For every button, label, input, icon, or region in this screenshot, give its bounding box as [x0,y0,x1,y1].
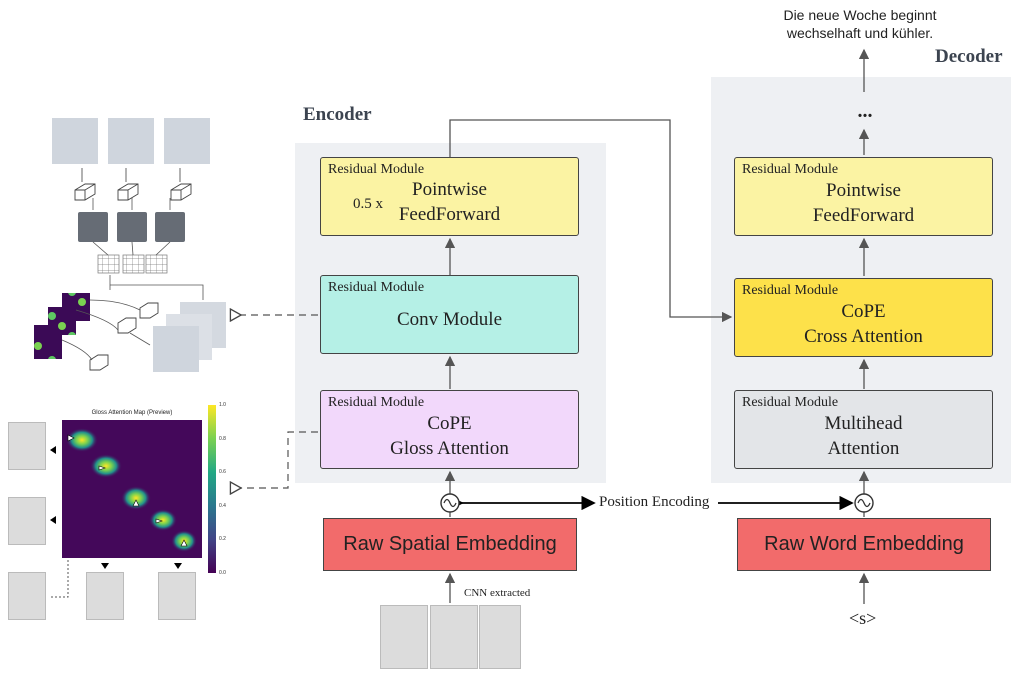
output-sentence-line2: wechselhaft und kühler. [786,25,934,41]
encoder-heading: Encoder [303,104,372,125]
module-label-line2: Gloss Attention [390,438,509,459]
gloss-map-colorbar [208,405,216,573]
cnn-extracted-caption: CNN extracted [464,587,531,599]
module-tag: Residual Module [328,280,425,295]
module-tag: Residual Module [742,283,839,298]
conv-illustration [34,118,226,372]
module-tag: Residual Module [742,162,839,177]
module-label-line1: Pointwise [412,179,487,200]
module-tag: Residual Module [328,162,425,177]
module-label-line2: Attention [827,438,900,459]
input-video-frame [479,605,521,669]
module-tag: Residual Module [328,395,425,410]
module-label-line1: CoPE [841,301,886,322]
decoder-heading: Decoder [935,46,1003,67]
sign-frame-thumbnail [86,572,124,620]
sign-frame-thumbnail [8,422,46,470]
gloss-map-title: Gloss Attention Map (Preview) [91,410,173,416]
output-sentence: Die neue Woche beginnt wechselhaft und k… [740,6,980,42]
module-label-line1: Conv Module [396,309,503,330]
gloss-attention-map [62,420,202,558]
decoder-ellipsis: ... [857,100,873,122]
module-tag: Residual Module [742,395,839,410]
decoder-ffn-module[interactable]: Residual Module Pointwise FeedForward [734,157,993,236]
input-video-frame [430,605,478,669]
output-sentence-line1: Die neue Woche beginnt [783,7,937,23]
input-video-frame [380,605,428,669]
colorbar-tick-label: 0.6 [219,469,226,476]
module-label-line2: FeedForward [398,204,501,225]
module-label-line1: Pointwise [826,180,901,201]
encoder-conv-module[interactable]: Residual Module Conv Module [320,275,579,354]
sign-frame-thumbnail [158,572,196,620]
colorbar-tick-label: 0.4 [219,502,226,509]
start-token: <s> [849,608,877,628]
gloss-map-heat [66,428,197,552]
encoder-gloss-attention-module[interactable]: Residual Module CoPE Gloss Attention [320,390,579,469]
sign-frame-thumbnail [8,497,46,545]
colorbar-tick-label: 0.2 [219,536,226,543]
raw-word-embedding[interactable]: Raw Word Embedding [737,518,991,571]
encoder-ffn-module[interactable]: Residual Module 0.5 x Pointwise FeedForw… [320,157,579,236]
colorbar-tick-label: 0.0 [219,570,226,576]
decoder-mha-module[interactable]: Residual Module Multihead Attention [734,390,993,469]
raw-spatial-embedding[interactable]: Raw Spatial Embedding [323,518,577,571]
position-encoding-label: Position Encoding [595,494,714,511]
module-label-line2: Cross Attention [804,326,923,347]
colorbar-tick-label: 0.8 [219,435,226,442]
colorbar-tick-label: 1.0 [219,402,226,408]
sign-frame-thumbnail [8,572,46,620]
decoder-cross-attention-module[interactable]: Residual Module CoPE Cross Attention [734,278,993,357]
module-label-line1: CoPE [427,413,472,434]
module-label-line1: Multihead [824,413,903,434]
module-label-line2: FeedForward [812,205,915,226]
scale-factor: 0.5 x [353,196,383,212]
